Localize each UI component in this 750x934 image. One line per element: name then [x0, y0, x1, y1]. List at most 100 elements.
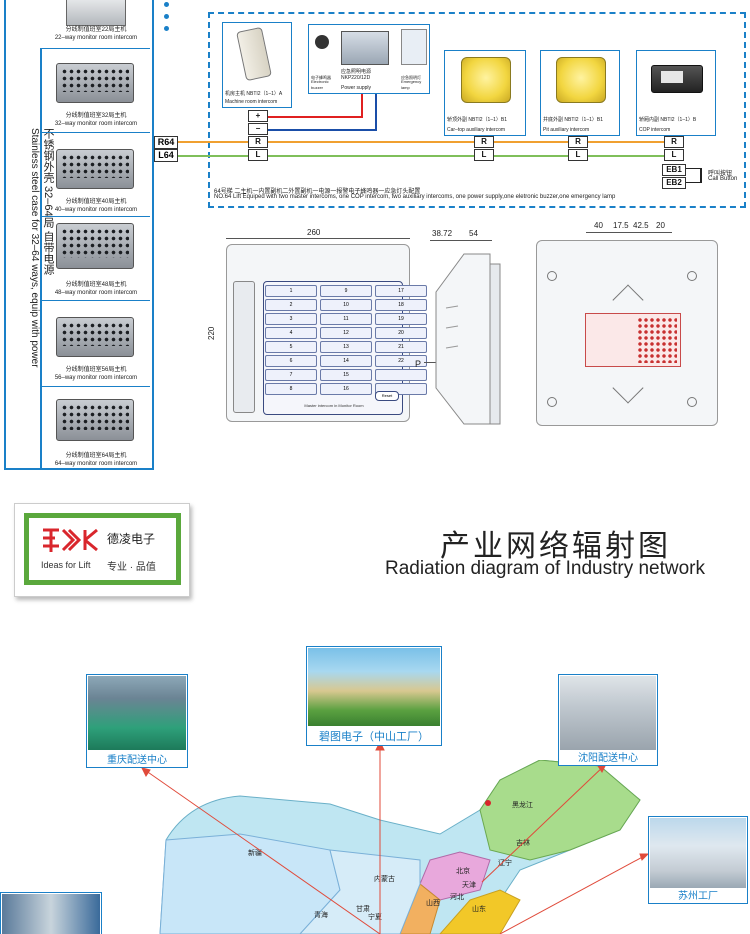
call-button-icon: [686, 168, 702, 183]
caption-shenyang: 沈阳配送中心: [578, 753, 638, 764]
map-label-hebei: 河北: [450, 894, 464, 901]
brand-tagline-cn: 专业 · 品值: [107, 562, 156, 573]
product-64-way: 分线制值班室64局主机 64–way monitor room intercom: [42, 386, 150, 470]
line-button: 1: [265, 285, 317, 297]
dim-back-2: 17.5: [613, 221, 629, 230]
p-label: P: [415, 359, 422, 369]
terminal-eb2: EB2: [662, 177, 686, 189]
call-button-cn: 呼叫按钮: [708, 171, 733, 177]
line-button: 7: [265, 369, 317, 381]
product-label-cn: 分线制值班室56局主机: [65, 367, 127, 373]
map-label-gansu: 甘肃: [356, 906, 370, 913]
map-label-xinjiang: 新疆: [248, 850, 262, 857]
product-label-cn: 分线制值班室64局主机: [65, 453, 127, 459]
map-label-qinghai: 青海: [314, 912, 328, 919]
wiring-diagram: [208, 12, 746, 208]
line-button: 20: [375, 327, 427, 339]
product-label-cn: 分线制值班室22局主机: [65, 27, 127, 33]
map-label-heilongjiang: 黑龙江: [512, 802, 533, 809]
product-48-way: 分线制值班室48局主机 48–way monitor room intercom: [42, 216, 150, 300]
line-button: 17: [375, 285, 427, 297]
photo-chongqing: 重庆配送中心: [86, 674, 188, 768]
product-56-way: 分线制值班室56局主机 56–way monitor room intercom: [42, 300, 150, 386]
product-label-en: 32–way monitor room intercom: [54, 121, 138, 127]
photo-zhongshan-factory: 碧图电子（中山工厂）: [306, 646, 442, 746]
reset-button: Reset: [375, 391, 399, 401]
dim-height: 220: [207, 326, 216, 340]
map-label-shandong: 山东: [472, 906, 486, 913]
photo-partial: [0, 892, 102, 934]
wiring-note-en: NO.64 Lift Equiped with two master inter…: [214, 194, 616, 200]
dim-side-a: 38.72: [432, 229, 453, 238]
terminal-r: R: [474, 136, 494, 148]
line-button: 21: [375, 341, 427, 353]
wire-r: [178, 141, 684, 143]
product-label-en: 64–way monitor room intercom: [54, 461, 138, 467]
pit-intercom: 井底外副 NBTI2（1–1）B1 Pit auxiliary intercom: [540, 50, 620, 136]
line-button: 12: [320, 327, 372, 339]
ellipsis-dots: [164, 0, 170, 40]
back-view: [536, 240, 718, 426]
map-label-liaoning: 辽宁: [498, 860, 512, 867]
product-32-way: 分线制值班室32局主机 32–way monitor room intercom: [42, 48, 150, 132]
side-label-cn: 不锈钢外壳 32–64局 自带电源: [42, 128, 54, 275]
terminal-r: R: [664, 136, 684, 148]
power-supply-group: 电子蜂鸣器 Electronic buzzer 应急照明电源NKP220/12D…: [308, 24, 430, 94]
terminal-r: R: [568, 136, 588, 148]
dim-side-b: 54: [469, 229, 478, 238]
terminal-r: R: [248, 136, 268, 148]
brand-name: 德凌电子: [107, 532, 156, 546]
product-label-en: 56–way monitor room intercom: [54, 375, 138, 381]
map-label-tianjin: 天津: [462, 882, 476, 889]
product-label-en: 40–way monitor room intercom: [54, 207, 138, 213]
call-button-en: Call Button: [708, 176, 738, 182]
caption-chongqing: 重庆配送中心: [107, 755, 167, 766]
line-button: 5: [265, 341, 317, 353]
line-label-l64: L64: [154, 149, 178, 162]
line-button: 8: [265, 383, 317, 395]
caption-suzhou: 苏州工厂: [678, 891, 718, 902]
dim-back-1: 40: [594, 221, 603, 230]
dim-width: 260: [307, 228, 321, 237]
line-button: 22: [375, 355, 427, 367]
product-label-en: 48–way monitor room intercom: [54, 290, 138, 296]
terminal-l: L: [664, 149, 684, 161]
section-title-en: Radiation diagram of Industry network: [385, 558, 705, 579]
cop-intercom: 轿厢内副 NBTI2（1–1）B COP intercom: [636, 50, 716, 136]
front-caption: Master intercom in Monitor Room: [304, 403, 364, 408]
line-button: [375, 369, 427, 381]
line-button: 4: [265, 327, 317, 339]
product-label-cn: 分线制值班室48局主机: [65, 282, 127, 288]
side-label: 不锈钢外壳 32–64局 自带电源 Stainless steel case f…: [4, 48, 54, 468]
dim-back-3: 42.5: [633, 221, 649, 230]
terminal-eb1: EB1: [662, 164, 686, 176]
line-button: 11: [320, 313, 372, 325]
terminal-l: L: [248, 149, 268, 161]
china-map: [0, 759, 750, 934]
line-button: 6: [265, 355, 317, 367]
car-top-intercom: 轿顶外副 NBTI2（1–1）B1 Car–top auxiliary inte…: [444, 50, 526, 136]
line-button: 16: [320, 383, 372, 395]
line-button: 19: [375, 313, 427, 325]
wire-l: [178, 155, 684, 157]
section-title-cn: 产业网络辐射图: [440, 529, 671, 564]
product-column: [4, 0, 154, 470]
product-label-en: 22–way monitor room intercom: [54, 35, 138, 41]
product-label-cn: 分线制值班室40局主机: [65, 199, 127, 205]
caption-zhongshan-factory: 碧图电子（中山工厂）: [319, 731, 429, 743]
dim-back-4: 20: [656, 221, 665, 230]
map-label-neimenggu: 内蒙古: [374, 876, 395, 883]
line-button: 3: [265, 313, 317, 325]
terminal-minus: −: [248, 123, 268, 135]
machine-room-intercom: 机房主机 NBTI2（1–1）A Machine room intercom: [222, 22, 292, 108]
wire-plus: [268, 116, 362, 118]
terminal-l: L: [474, 149, 494, 161]
line-label-r64: R64: [154, 136, 178, 149]
logo-icon: [41, 526, 101, 554]
product-40-way: 分线制值班室40局主机 40–way monitor room intercom: [42, 132, 150, 216]
wire-minus: [268, 129, 376, 131]
line-button: 14: [320, 355, 372, 367]
line-button: 9: [320, 285, 372, 297]
